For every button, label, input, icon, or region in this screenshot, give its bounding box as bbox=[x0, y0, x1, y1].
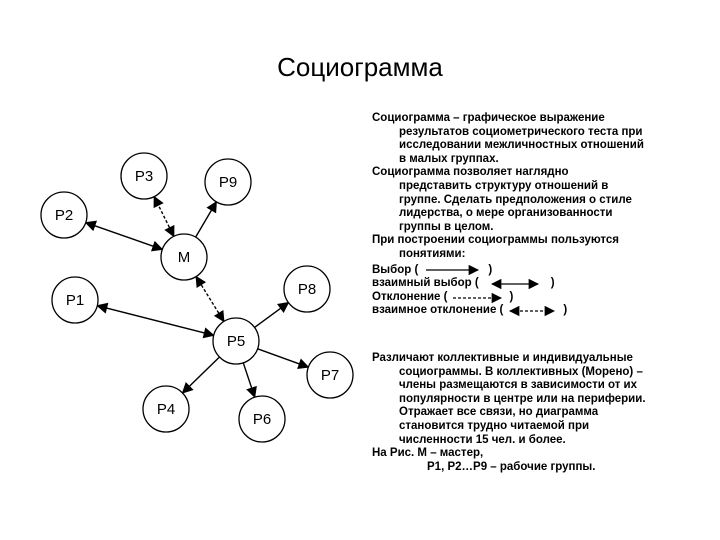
description-line: результатов социометрического теста при bbox=[399, 125, 643, 138]
types-text: Различают коллективные и индивидуальные … bbox=[372, 352, 717, 474]
types-line: Отражает все связи, но диаграмма bbox=[399, 406, 599, 419]
edge-m-p5 bbox=[195, 275, 225, 323]
description-line: Социограмма позволяет наглядно bbox=[372, 166, 569, 179]
legend-choice-label: Выбор ( bbox=[372, 263, 419, 276]
node-label: Р5 bbox=[227, 333, 245, 350]
node-label: Р4 bbox=[157, 401, 175, 418]
edge-m-p2 bbox=[84, 220, 164, 252]
node-label: М bbox=[178, 249, 191, 266]
types-line: популярности в центре или на периферии. bbox=[399, 392, 646, 405]
edge-p5-p4 bbox=[181, 356, 220, 394]
node-p9: Р9 bbox=[204, 158, 252, 206]
edge-p5-p8 bbox=[254, 301, 290, 328]
node-label: Р6 bbox=[253, 411, 271, 428]
node-label: Р7 bbox=[321, 367, 339, 384]
node-circle bbox=[160, 233, 208, 281]
legend-rejection-label: Отклонение ( bbox=[372, 290, 448, 303]
edge-m-p9 bbox=[195, 200, 217, 238]
node-circle bbox=[283, 265, 331, 313]
legend-mutual-choice-close: ) bbox=[550, 277, 555, 290]
legend-mutual-choice-arrow-icon bbox=[490, 278, 539, 290]
slide-title: Социограмма bbox=[277, 52, 443, 82]
description-line: понятиями: bbox=[399, 247, 466, 260]
description-line: в малых группах. bbox=[399, 152, 499, 165]
description-line: При построении социограммы пользуются bbox=[372, 234, 619, 247]
node-p8: Р8 bbox=[283, 265, 331, 313]
legend-mutual-rejection-arrow-icon bbox=[509, 305, 556, 317]
legend-rejection-close: ) bbox=[509, 290, 514, 303]
node-p1: Р1 bbox=[51, 276, 99, 324]
description-line: Социограмма – графическое выражение bbox=[372, 112, 605, 124]
edge-p5-p6 bbox=[242, 362, 257, 399]
types-line: На Рис. М – мастер, bbox=[372, 447, 484, 460]
node-circle bbox=[120, 152, 168, 200]
edge-p1-p5 bbox=[96, 302, 215, 339]
node-circle bbox=[40, 191, 88, 239]
node-p4: Р4 bbox=[142, 385, 190, 433]
edge-m-p3 bbox=[153, 195, 175, 238]
types-line: социограммы. В коллективных (Морено) – bbox=[399, 365, 643, 378]
types-line: Различают коллективные и индивидуальные bbox=[372, 352, 633, 364]
description-line: представить структуру отношений в bbox=[399, 179, 609, 192]
node-circle bbox=[204, 158, 252, 206]
node-label: Р9 bbox=[219, 174, 237, 191]
node-label: Р3 bbox=[135, 168, 153, 185]
node-circle bbox=[142, 385, 190, 433]
node-circle bbox=[212, 317, 260, 365]
description-line: группе. Сделать предположения о стиле bbox=[399, 193, 632, 206]
node-circle bbox=[306, 351, 354, 399]
description-text: Социограмма – графическое выражение резу… bbox=[372, 112, 717, 318]
description-line: исследовании межличностных отношений bbox=[399, 139, 644, 152]
legend-choice-arrow-icon bbox=[426, 265, 480, 276]
types-line: Р1, Р2…Р9 – рабочие группы. bbox=[427, 460, 596, 473]
legend-mutual-choice-label: взаимный выбор ( bbox=[372, 277, 479, 290]
description-line: лидерства, о мере организованности bbox=[399, 207, 613, 220]
types-line: становится трудно читаемой при bbox=[399, 419, 590, 432]
legend-mutual-rejection-close: ) bbox=[563, 304, 568, 317]
node-label: Р8 bbox=[298, 281, 316, 298]
legend-mutual-choice: взаимный выбор ( ) bbox=[372, 277, 717, 291]
types-line: численности 15 чел. и более. bbox=[399, 433, 566, 446]
node-circle bbox=[238, 395, 286, 443]
node-p7: Р7 bbox=[306, 351, 354, 399]
node-p5: Р5 bbox=[212, 317, 260, 365]
legend-rejection-arrow-icon bbox=[453, 292, 503, 303]
legend-mutual-rejection-label: взаимное отклонение ( bbox=[372, 304, 504, 317]
node-p3: Р3 bbox=[120, 152, 168, 200]
node-label: Р1 bbox=[66, 292, 84, 309]
description-line: группы в целом. bbox=[399, 220, 494, 233]
legend-rejection: Отклонение ( ) bbox=[372, 291, 717, 305]
legend-mutual-rejection: взаимное отклонение ( ) bbox=[372, 304, 717, 318]
types-line: члены размещаются в зависимости от их bbox=[399, 379, 638, 392]
edges-layer bbox=[84, 195, 310, 399]
node-p6: Р6 bbox=[238, 395, 286, 443]
node-p2: Р2 bbox=[40, 191, 88, 239]
node-label: Р2 bbox=[55, 207, 73, 224]
node-m: М bbox=[160, 233, 208, 281]
legend-choice: Выбор ( ) bbox=[372, 264, 717, 278]
legend-choice-close: ) bbox=[488, 263, 493, 276]
edge-p5-p7 bbox=[257, 348, 310, 370]
node-circle bbox=[51, 276, 99, 324]
